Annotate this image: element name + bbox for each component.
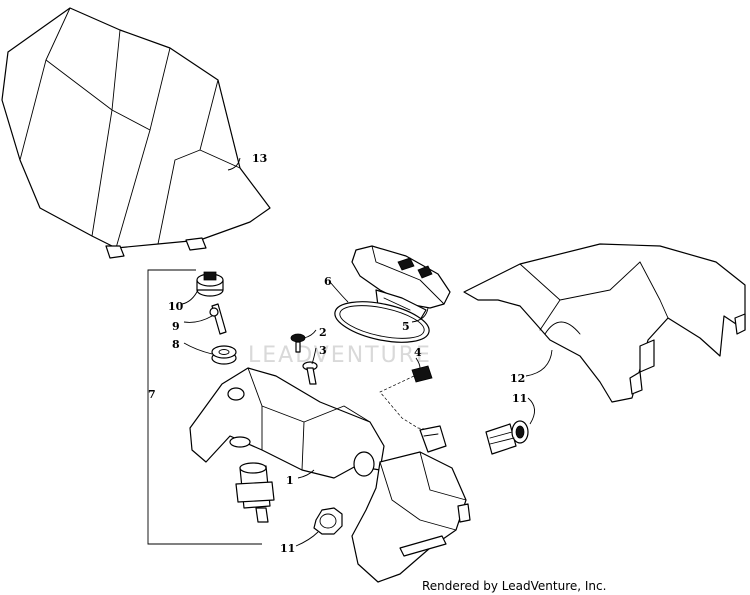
callout-13: 13: [252, 152, 267, 165]
part-1-dash-housing[interactable]: [189, 367, 471, 583]
callout-5: 5: [402, 320, 410, 333]
callout-9: 9: [172, 320, 180, 333]
callout-3: 3: [319, 344, 327, 357]
part-7-key-switch[interactable]: [235, 462, 275, 523]
callout-7: 7: [148, 388, 156, 401]
credit-text: Rendered by LeadVenture, Inc.: [422, 579, 606, 593]
callout-10: 10: [168, 300, 184, 313]
part-10-ignition-cap[interactable]: [196, 271, 224, 297]
part-4-connector[interactable]: [379, 365, 447, 453]
leader-lines: [181, 157, 553, 547]
callout-12: 12: [510, 372, 525, 385]
assembly-7-bracket: [147, 269, 262, 545]
callout-2: 2: [319, 326, 327, 339]
callout-11-nut: 11: [280, 542, 295, 555]
part-11-nut-left[interactable]: [313, 507, 343, 535]
part-12-cover[interactable]: [463, 243, 746, 403]
part-8-grommet[interactable]: [211, 345, 237, 365]
part-11-outlet-right[interactable]: [485, 420, 529, 455]
part-6-seal-ring[interactable]: [331, 294, 432, 349]
part-3-bolt[interactable]: [302, 361, 318, 385]
callout-8: 8: [172, 338, 180, 351]
callout-1: 1: [286, 474, 294, 487]
watermark-text: LEADVENTURE: [248, 343, 432, 368]
part-13-windshield[interactable]: [1, 7, 271, 259]
callout-11-outlet: 11: [512, 392, 527, 405]
part-9-key[interactable]: [209, 303, 227, 335]
callout-4: 4: [414, 346, 422, 359]
callout-6: 6: [324, 275, 332, 288]
